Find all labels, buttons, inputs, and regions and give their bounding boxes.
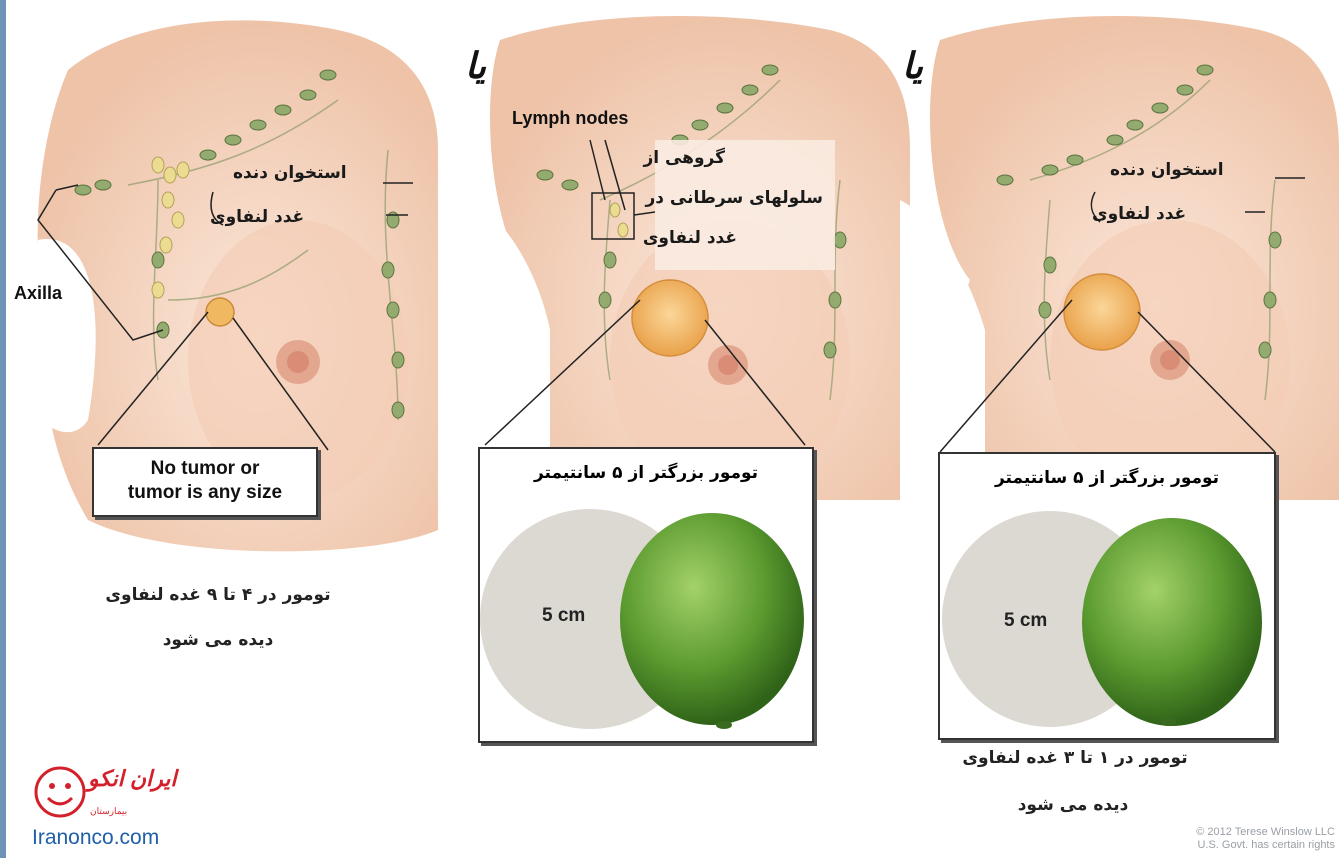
- logo-tagline: بیمارستان: [90, 806, 127, 817]
- panel2-header: یا: [465, 46, 486, 87]
- cluster-note-line2: سلولهای سرطانی در: [645, 188, 823, 208]
- size-label-panel3: 5 cm: [1004, 610, 1047, 632]
- iranonco-logo[interactable]: ایران انکو بیمارستان Iranonco.com: [28, 760, 218, 858]
- tumor-size-box-panel1: No tumor or tumor is any size: [92, 447, 318, 517]
- caption-panel3-line2: دیده می شود: [978, 795, 1168, 815]
- axilla-label: Axilla: [14, 283, 62, 304]
- cluster-note-line1: گروهی از: [643, 148, 725, 168]
- rib-label-panel1: استخوان دنده: [233, 163, 347, 183]
- tumor-box-line2: tumor is any size: [94, 481, 316, 505]
- left-border: [0, 0, 6, 858]
- cluster-note-panel2: گروهی از سلولهای سرطانی در غدد لنفاوی: [655, 140, 835, 270]
- lymph-label-panel3: غدد لنفاوی: [1092, 204, 1186, 224]
- lime-comparison-panel2: [480, 449, 812, 741]
- lime-comparison-panel3: [940, 454, 1274, 738]
- logo-brand: ایران انکو: [88, 766, 177, 792]
- tumor-size-box-panel2: تومور بزرگتر از ۵ سانتیمتر 5 cm: [478, 447, 814, 743]
- copyright-notice: © 2012 Terese Winslow LLC U.S. Govt. has…: [1080, 826, 1335, 852]
- lymph-label-panel1: غدد لنفاوی: [210, 207, 304, 227]
- caption-panel1-line1: تومور در ۴ تا ۹ غده لنفاوی: [98, 585, 338, 605]
- caption-panel3-line1: تومور در ۱ تا ۳ غده لنفاوی: [940, 748, 1210, 768]
- copyright-line1: © 2012 Terese Winslow LLC: [1080, 826, 1335, 839]
- panel3-header: یا: [902, 46, 923, 87]
- rib-label-panel3: استخوان دنده: [1110, 160, 1224, 180]
- size-label-panel2: 5 cm: [542, 605, 585, 627]
- tumor-box-line1: No tumor or: [94, 457, 316, 481]
- panel-3-illustration: [900, 0, 1339, 520]
- lymph-nodes-label: Lymph nodes: [512, 108, 628, 129]
- tumor-size-box-panel3: تومور بزرگتر از ۵ سانتیمتر 5 cm: [938, 452, 1276, 740]
- copyright-line2: U.S. Govt. has certain rights: [1080, 839, 1335, 852]
- cluster-note-line3: غدد لنفاوی: [643, 228, 737, 248]
- logo-domain[interactable]: Iranonco.com: [32, 826, 159, 850]
- caption-panel1-line2: دیده می شود: [98, 630, 338, 650]
